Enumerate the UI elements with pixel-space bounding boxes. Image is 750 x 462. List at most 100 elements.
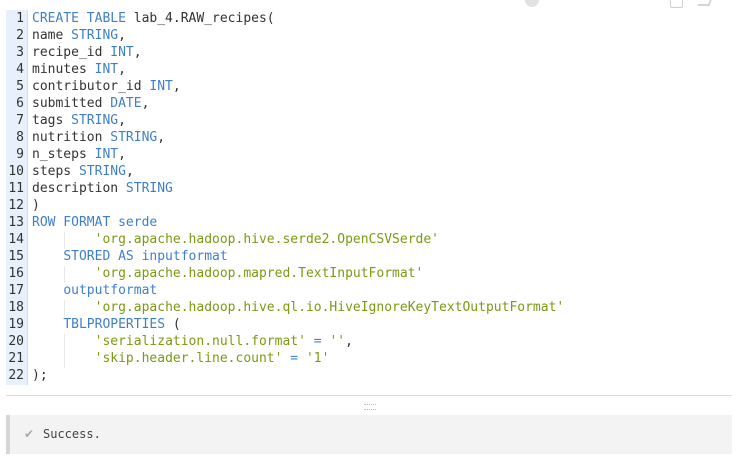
code-token: submitted [32,96,111,111]
code-token: = [305,334,330,349]
line-number: 15 [8,249,24,264]
code-token: , [118,28,126,43]
string-literal: 'org.apache.hadoop.mapred.TextInputForma… [94,266,424,281]
check-icon: ✔ [24,427,35,441]
code-token: steps [32,164,79,179]
sql-keyword: STRING [125,181,173,196]
chevron-icon[interactable] [697,0,713,6]
code-line[interactable]: 17 outputformat [6,282,732,299]
indent [32,283,63,298]
line-number: 7 [16,113,24,128]
code-text: ROW FORMAT serde [32,214,157,231]
code-line[interactable]: 13 ROW FORMAT serde [6,214,732,231]
line-number: 2 [16,28,24,43]
code-text: submitted DATE, [32,95,149,112]
code-text: tags STRING, [32,112,126,129]
line-number: 14 [8,232,24,247]
sql-keyword: CREATE TABLE [32,11,126,26]
indent-guide [64,232,65,249]
status-message: Success. [43,427,101,441]
code-token: contributor_id [32,79,150,94]
indent [32,351,95,368]
indent-guide [64,334,65,351]
code-token: , [125,164,134,179]
sql-keyword: outputformat [63,283,158,298]
indent-guide [64,300,65,317]
code-text: 'serialization.null.format' = '', [32,333,353,351]
code-line[interactable]: 2 name STRING, [6,27,732,44]
resize-handle[interactable] [364,404,376,410]
code-line[interactable]: 12) [6,197,732,214]
code-token: , [118,147,126,162]
line-number: 6 [16,96,24,111]
string-literal: 'org.apache.hadoop.hive.serde2.OpenCSVSe… [94,232,439,247]
code-line[interactable]: 19 TBLPROPERTIES ( [6,316,732,333]
code-token: name [32,28,72,43]
code-line[interactable]: 6 submitted DATE, [6,95,732,112]
line-number: 21 [8,351,24,366]
indent [32,300,95,317]
code-line[interactable]: 5 contributor_id INT, [6,78,732,95]
code-token: n_steps [32,147,95,162]
line-number: 12 [8,198,24,213]
code-line[interactable]: 15 STORED AS inputformat [6,248,732,265]
code-text: name STRING, [32,27,126,44]
line-number: 18 [8,300,24,315]
code-text: TBLPROPERTIES ( [32,316,180,333]
toolbar-partial [0,0,750,8]
line-number: 10 [8,164,24,179]
code-text: 'skip.header.line.count' = '1' [32,350,329,368]
indent [32,232,95,249]
code-line[interactable]: 22); [6,367,732,384]
help-icon[interactable] [525,0,539,7]
code-line[interactable]: 21 'skip.header.line.count' = '1' [6,350,732,368]
result-panel: ✔ Success. [6,415,732,454]
code-text: 'org.apache.hadoop.mapred.TextInputForma… [32,265,424,283]
sql-keyword: STRING [71,28,119,43]
line-number: 1 [16,11,24,26]
code-text: steps STRING, [32,163,134,180]
code-text: ); [32,367,48,384]
line-number: 3 [16,45,24,60]
code-line[interactable]: 16 'org.apache.hadoop.mapred.TextInputFo… [6,265,732,283]
expand-icon[interactable] [670,0,683,8]
code-text: outputformat [32,282,157,299]
line-number: 20 [8,334,24,349]
line-number-gutter [6,10,28,385]
line-number: 13 [8,215,24,230]
code-token: minutes [32,62,95,77]
code-token: ); [32,368,48,383]
code-text: minutes INT, [32,61,126,78]
code-token: , [118,113,126,128]
code-line[interactable]: 7 tags STRING, [6,112,732,129]
code-line[interactable]: 14 'org.apache.hadoop.hive.serde2.OpenCS… [6,231,732,249]
code-line[interactable]: 10 steps STRING, [6,163,732,180]
code-text: n_steps INT, [32,146,126,163]
code-token: , [172,79,181,94]
indent [32,249,63,264]
line-number: 5 [16,79,24,94]
line-number: 8 [16,130,24,145]
code-text: description STRING [32,180,173,197]
sql-keyword: INT [94,147,119,162]
code-line[interactable]: 18 'org.apache.hadoop.hive.ql.io.HiveIgn… [6,299,732,317]
code-line[interactable]: 20 'serialization.null.format' = '', [6,333,732,351]
code-token: , [345,334,353,349]
code-token: = [282,351,306,366]
indent-guide [64,351,65,368]
sql-keyword: INT [94,62,119,77]
code-token: nutrition [32,130,111,145]
editor-divider [6,395,732,396]
code-line[interactable]: 9 n_steps INT, [6,146,732,163]
code-text: contributor_id INT, [32,78,181,95]
indent [32,317,63,332]
line-number: 9 [16,147,24,162]
string-literal: 'serialization.null.format' [94,334,306,349]
indent [32,334,95,351]
